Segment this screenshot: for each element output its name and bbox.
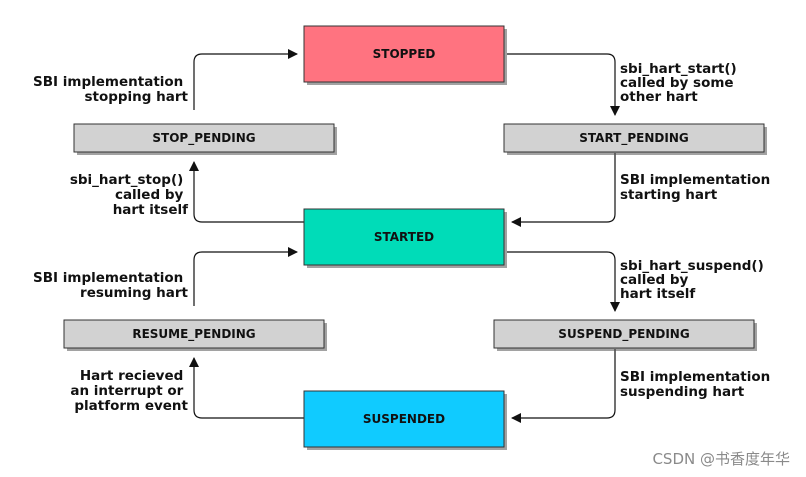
label-line: sbi_hart_start() [620,61,737,77]
state-started: STARTED [303,208,507,268]
state-suspend-pending-box [493,319,755,349]
edge-stop-pending-to-stopped [193,49,298,110]
state-resume-pending: RESUME_PENDING [63,319,327,351]
state-start-pending-label: START_PENDING [579,131,688,146]
label-line: Hart recieved [80,368,183,384]
label-line: called by [115,187,184,203]
label-start-pending-to-started: SBI implementation starting hart [620,172,775,203]
edge-start-pending-to-started [511,153,616,227]
label-resume-pending-to-started: SBI implementation resuming hart [33,270,188,301]
label-line: platform event [74,398,188,414]
state-stopped: STOPPED [303,25,507,85]
edge-resume-pending-to-started [193,247,298,306]
edge-stopped-to-start-pending [507,53,620,116]
label-line: starting hart [620,187,718,203]
state-stopped-label: STOPPED [373,47,436,61]
label-line: an interrupt or [70,383,183,399]
label-line: sbi_hart_stop() [70,172,183,188]
state-start-pending: START_PENDING [503,123,767,155]
label-suspended-to-resume-pending: Hart recieved an interrupt or platform e… [70,368,188,414]
state-started-label: STARTED [374,230,434,244]
state-suspended: SUSPENDED [303,390,507,450]
label-line: called by some [620,75,734,91]
label-line: SBI implementation [33,270,183,286]
label-line: hart itself [113,202,188,218]
label-line: sbi_hart_suspend() [620,258,764,274]
label-suspend-pending-to-suspended: SBI implementation suspending hart [620,369,775,400]
label-stopped-to-start-pending: sbi_hart_start() called by some other ha… [620,61,741,105]
label-line: stopping hart [84,89,188,105]
state-suspended-label: SUSPENDED [363,412,445,426]
edge-suspended-to-resume-pending [189,357,304,419]
state-stop-pending: STOP_PENDING [73,123,337,155]
label-line: suspending hart [620,384,745,400]
label-started-to-stop-pending: sbi_hart_stop() called by hart itself [70,172,188,218]
label-line: hart itself [620,286,695,302]
state-suspend-pending: SUSPEND_PENDING [493,319,757,351]
edge-started-to-stop-pending [189,161,304,223]
label-started-to-suspend-pending: sbi_hart_suspend() called by hart itself [620,258,768,302]
label-line: SBI implementation [620,172,770,188]
edge-suspend-pending-to-suspended [511,349,616,423]
state-start-pending-box [503,123,765,153]
label-line: other hart [620,89,698,105]
watermark-text: CSDN @书香度年华 [652,450,790,468]
state-stop-pending-label: STOP_PENDING [152,131,255,146]
label-line: resuming hart [80,285,189,301]
state-stop-pending-box [73,123,335,153]
state-suspended-box [303,390,505,448]
state-started-box [303,208,505,266]
state-stopped-box [303,25,505,83]
state-resume-pending-box [63,319,325,349]
label-line: SBI implementation [620,369,770,385]
label-line: SBI implementation [33,74,183,90]
label-line: called by [620,272,689,288]
state-resume-pending-label: RESUME_PENDING [132,327,255,342]
state-suspend-pending-label: SUSPEND_PENDING [558,327,689,342]
label-stop-pending-to-stopped: SBI implementation stopping hart [33,74,188,105]
edge-started-to-suspend-pending [507,251,620,312]
